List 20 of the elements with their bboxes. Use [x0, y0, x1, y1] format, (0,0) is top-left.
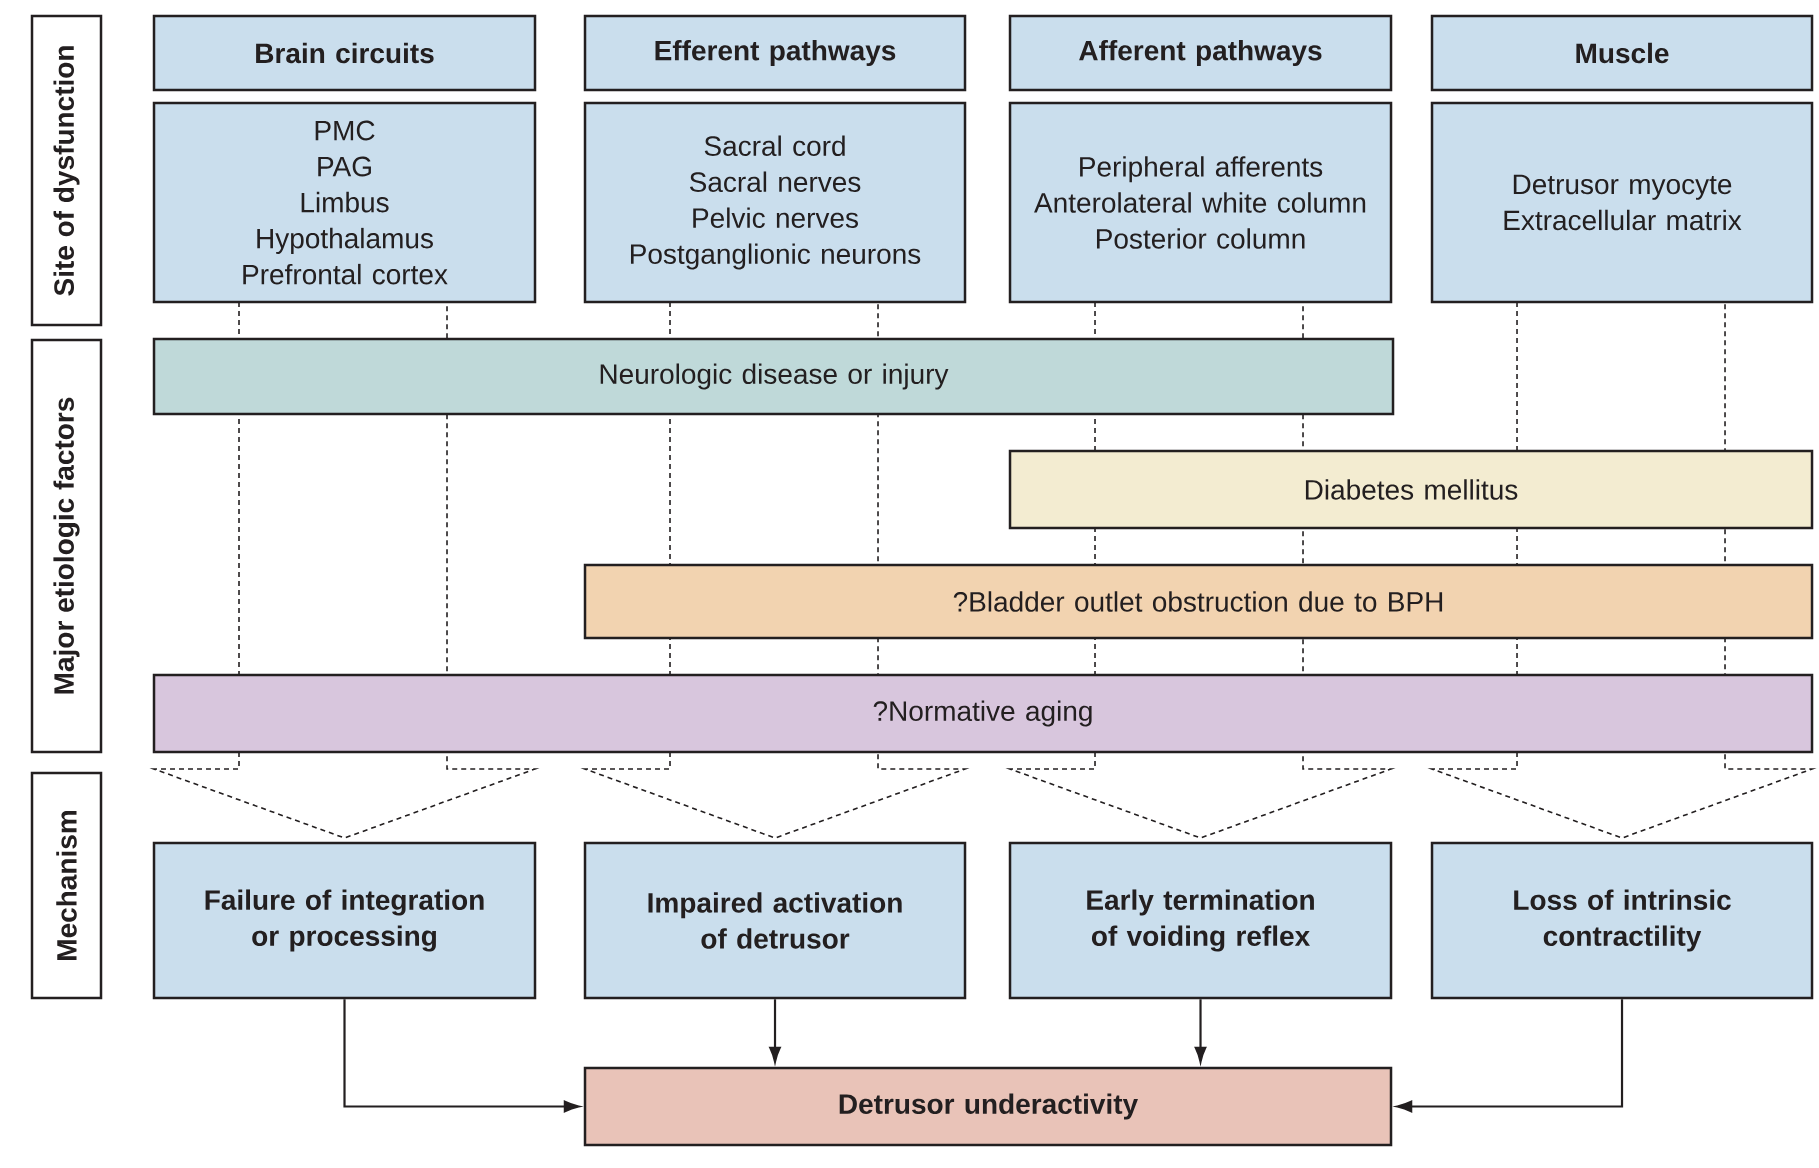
side-label: Major etiologic factors	[30, 338, 103, 754]
site-box: PMC PAG Limbus Hypothalamus Prefrontal cortex	[152, 101, 537, 304]
side-label: Site of dysfunction	[30, 14, 103, 327]
mechanism-box: Impaired activation of detrusor	[583, 841, 967, 1000]
side-label: Mechanism	[30, 771, 103, 1000]
header-box: Afferent pathways	[1008, 14, 1393, 92]
header-box: Muscle	[1430, 14, 1814, 92]
site-box: Peripheral afferents Anterolateral white column Posterior column	[1008, 101, 1393, 304]
mechanism-box: Early termination of voiding reflex	[1008, 841, 1393, 1000]
factor-band: Diabetes mellitus	[1008, 449, 1814, 530]
factor-band: Neurologic disease or injury	[152, 337, 1395, 416]
mechanism-box: Loss of intrinsic contractility	[1430, 841, 1814, 1000]
header-box: Efferent pathways	[583, 14, 967, 92]
factor-band: ?Bladder outlet obstruction due to BPH	[583, 563, 1814, 640]
outcome-box: Detrusor underactivity	[583, 1066, 1393, 1147]
factor-band: ?Normative aging	[152, 673, 1814, 754]
site-box: Detrusor myocyte Extracellular matrix	[1430, 101, 1814, 304]
header-box: Brain circuits	[152, 14, 537, 92]
site-box: Sacral cord Sacral nerves Pelvic nerves Postganglionic neurons	[583, 101, 967, 304]
mechanism-box: Failure of integration or processing	[152, 841, 537, 1000]
